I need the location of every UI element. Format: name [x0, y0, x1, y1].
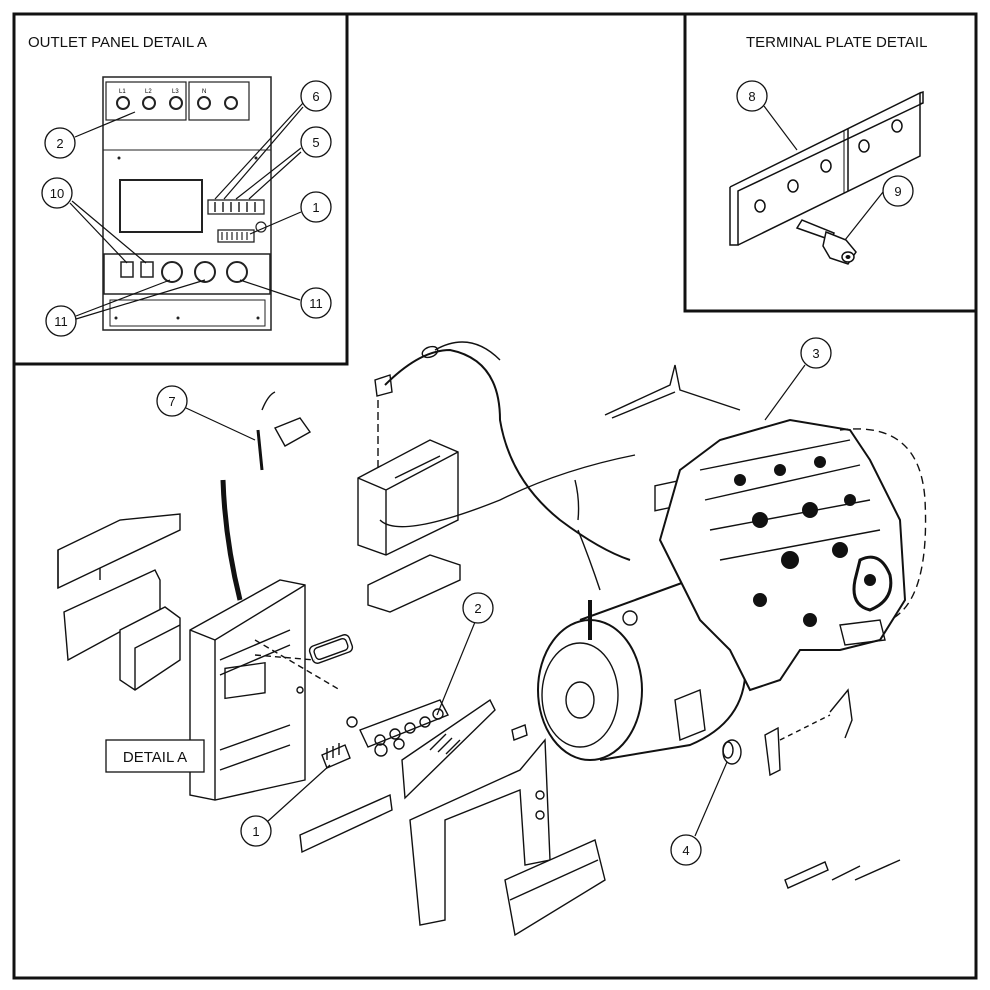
terminal-plate-title: TERMINAL PLATE DETAIL — [746, 34, 927, 51]
callout-tp-9: 9 — [894, 184, 901, 199]
main-exploded-view — [57, 341, 927, 937]
outlet-panel-detail: OUTLET PANEL DETAIL A L1 L2 L3 N — [12, 12, 349, 366]
callout-op-11b: 11 — [309, 296, 323, 311]
main-leaders — [185, 364, 806, 837]
callout-main-2: 2 — [474, 601, 481, 616]
callout-op-1: 1 — [312, 200, 319, 215]
label-n: N — [202, 89, 206, 95]
callout-op-6: 6 — [312, 89, 319, 104]
callout-op-10: 10 — [50, 186, 64, 201]
callout-op-11a: 11 — [54, 314, 68, 329]
outer-frame — [12, 12, 978, 980]
callout-main-3: 3 — [812, 346, 819, 361]
callout-op-5: 5 — [312, 135, 319, 150]
label-l2: L2 — [145, 89, 152, 95]
label-l3: L3 — [172, 89, 179, 95]
outlet-panel-title: OUTLET PANEL DETAIL A — [28, 34, 207, 51]
callout-main-7: 7 — [168, 394, 175, 409]
detail-a-tag: DETAIL A — [123, 749, 187, 766]
callout-tp-8: 8 — [748, 89, 755, 104]
callout-op-2: 2 — [56, 136, 63, 151]
callout-main-4: 4 — [682, 843, 689, 858]
label-l1: L1 — [119, 89, 126, 95]
terminal-plate-detail: TERMINAL PLATE DETAIL 8 9 — [683, 12, 978, 313]
main-callout-circles — [156, 337, 832, 866]
callout-main-1: 1 — [252, 824, 259, 839]
